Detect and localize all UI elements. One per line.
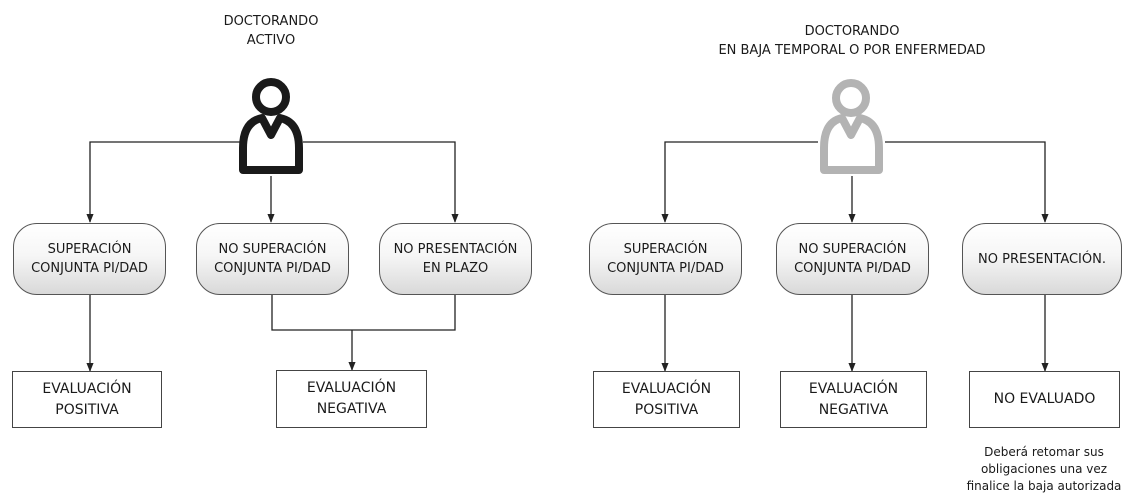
- outcome-label-line: SUPERACIÓN: [47, 242, 132, 257]
- leave-title-line-1: DOCTORANDO: [804, 24, 900, 39]
- outcome-label-line: CONJUNTA PI/DAD: [607, 261, 724, 276]
- active-person-icon: [239, 78, 303, 174]
- leave-result-not-evaluated: NO EVALUADO: [969, 371, 1120, 428]
- active-outcome-fail: NO SUPERACIÓN CONJUNTA PI/DAD: [196, 223, 349, 295]
- active-result-negative: EVALUACIÓN NEGATIVA: [276, 370, 427, 428]
- outcome-label-line: SUPERACIÓN: [623, 242, 708, 257]
- result-label-line: NEGATIVA: [818, 401, 889, 418]
- leave-result-positive: EVALUACIÓN POSITIVA: [593, 371, 740, 428]
- active-title-line-2: ACTIVO: [246, 33, 296, 48]
- note-line: finalice la baja autorizada: [966, 479, 1122, 493]
- active-result-positive: EVALUACIÓN POSITIVA: [12, 371, 162, 428]
- leave-result-negative: EVALUACIÓN NEGATIVA: [780, 371, 927, 428]
- result-label-line: POSITIVA: [55, 401, 119, 418]
- outcome-label-line: EN PLAZO: [422, 261, 489, 276]
- active-outcome-not-submitted: NO PRESENTACIÓN EN PLAZO: [379, 223, 532, 295]
- active-title: DOCTORANDO ACTIVO: [221, 12, 321, 50]
- result-label-line: POSITIVA: [634, 401, 699, 418]
- leave-note: Deberá retomar sus obligaciones una vez …: [954, 444, 1134, 495]
- note-line: Deberá retomar sus: [984, 445, 1104, 459]
- outcome-label-line: CONJUNTA PI/DAD: [214, 261, 331, 276]
- result-label-line: NEGATIVA: [316, 401, 387, 417]
- leave-outcome-fail: NO SUPERACIÓN CONJUNTA PI/DAD: [776, 223, 929, 295]
- leave-title-line-2: EN BAJA TEMPORAL O POR ENFERMEDAD: [718, 43, 986, 58]
- leave-outcome-not-submitted: NO PRESENTACIÓN.: [962, 223, 1122, 295]
- result-label-line: EVALUACIÓN: [621, 380, 712, 397]
- active-connectors: [86, 141, 459, 372]
- result-label-line: EVALUACIÓN: [808, 380, 899, 397]
- outcome-label-line: NO PRESENTACIÓN.: [978, 251, 1106, 267]
- result-label-line: EVALUACIÓN: [42, 380, 132, 397]
- active-outcome-pass: SUPERACIÓN CONJUNTA PI/DAD: [13, 223, 166, 295]
- leave-title: DOCTORANDO EN BAJA TEMPORAL O POR ENFERM…: [667, 22, 1037, 60]
- leave-outcome-pass: SUPERACIÓN CONJUNTA PI/DAD: [589, 223, 742, 295]
- result-label-line: NO EVALUADO: [993, 391, 1096, 407]
- outcome-label-line: CONJUNTA PI/DAD: [794, 261, 911, 276]
- outcome-label-line: NO PRESENTACIÓN: [393, 242, 518, 257]
- outcome-label-line: NO SUPERACIÓN: [798, 242, 907, 257]
- active-title-line-1: DOCTORANDO: [223, 14, 319, 29]
- leave-connectors: [661, 141, 1049, 372]
- leave-person-icon: [820, 79, 883, 174]
- outcome-label-line: NO SUPERACIÓN: [218, 242, 327, 257]
- note-line: obligaciones una vez: [980, 462, 1108, 476]
- outcome-label-line: CONJUNTA PI/DAD: [31, 261, 148, 276]
- result-label-line: EVALUACIÓN: [306, 380, 397, 396]
